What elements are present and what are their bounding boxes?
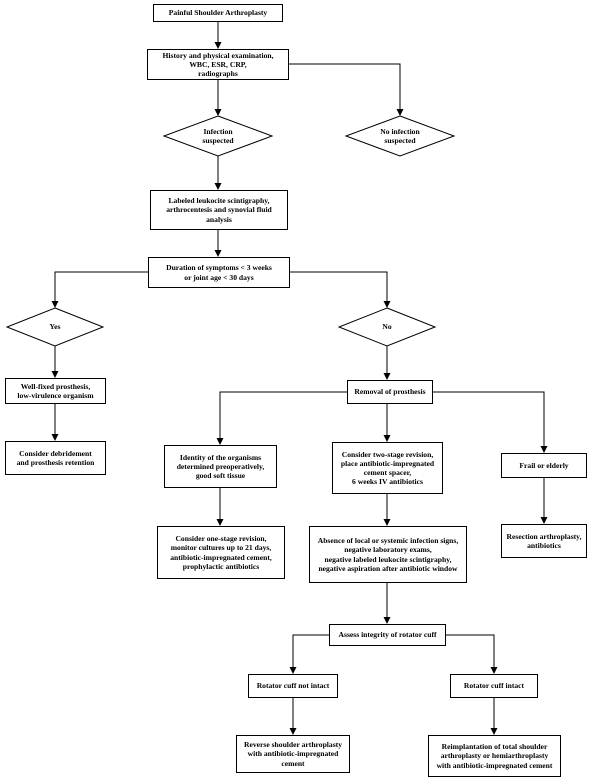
node-assess-rotator-cuff: Assess integrity of rotator cuff [329,624,446,646]
edge-rotator-to-intact [446,634,498,674]
edge-rotator-to-not-intact [289,634,329,674]
label-yes: Yes [49,322,61,332]
node-well-fixed-prosthesis: Well-fixed prosthesis,low-virulence orga… [5,378,106,404]
decision-diamond-no-infection [344,115,456,157]
node-rotator-cuff-not-intact: Rotator cuff not intact [248,674,338,698]
edge-duration-to-no [290,271,391,308]
edge-removal-to-frail [433,391,548,453]
node-labeled-leukocite-scintigraphy: Labeled leukocite scintigraphy,arthrocen… [150,190,288,230]
node-removal-of-prosthesis: Removal of prosthesis [347,380,433,404]
node-history-physical-exam: History and physical examination,WBC, ES… [147,49,289,80]
edge-duration-to-yes [51,271,148,308]
node-consider-one-stage-revision: Consider one-stage revision,monitor cult… [157,526,285,579]
label-no: No [382,322,392,332]
edge-removal-to-identity [216,391,347,445]
node-frail-or-elderly: Frail or elderly [501,453,587,478]
edge-history-to-no-infection [289,63,404,116]
node-consider-two-stage-revision: Consider two-stage revision,place antibi… [332,442,443,494]
node-painful-shoulder-arthroplasty: Painful Shoulder Arthroplasty [153,4,283,22]
node-absence-of-infection-signs: Absence of local or systemic infection s… [309,526,467,583]
node-rotator-cuff-intact: Rotator cuff intact [450,674,538,698]
node-resection-arthroplasty: Resection arthroplasty,antibiotics [501,524,587,558]
